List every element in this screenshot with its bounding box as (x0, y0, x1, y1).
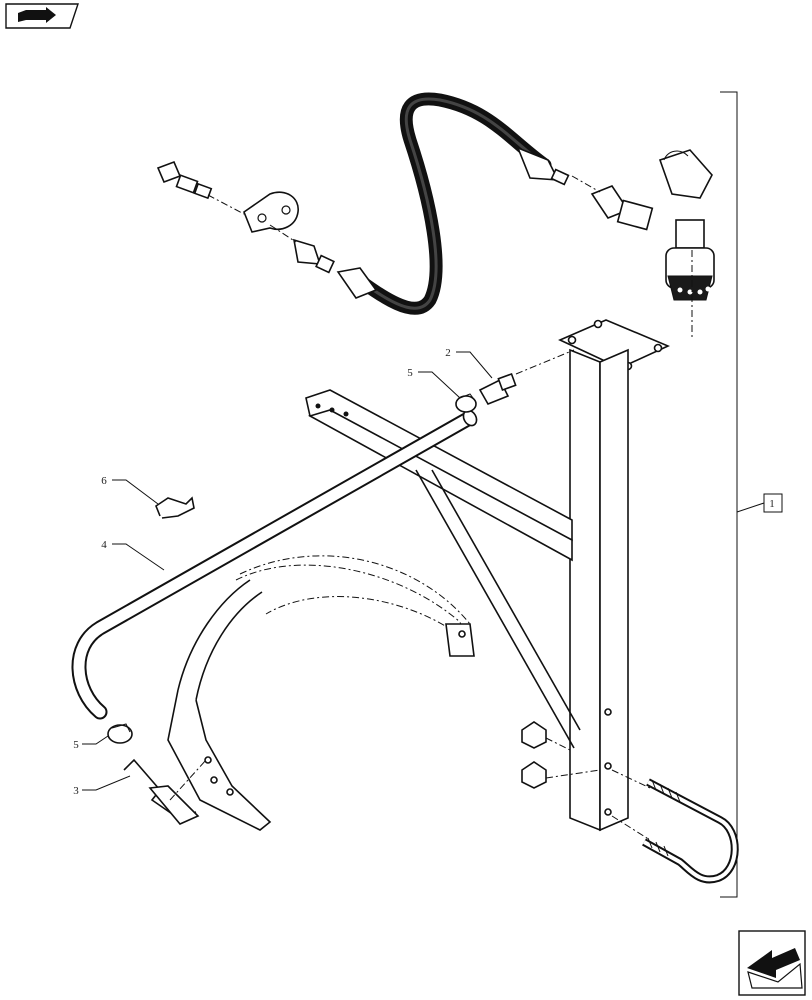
callout-6: 6 (101, 475, 107, 487)
vertical-post (558, 319, 670, 832)
bracket (123, 758, 207, 825)
callout-2: 2 (445, 347, 451, 359)
callout-5-upper: 5 (407, 367, 413, 379)
clip (155, 496, 195, 519)
callout-1: 1 (769, 498, 775, 510)
hydraulic-hose (336, 92, 570, 315)
curved-shank (167, 555, 475, 831)
spray-nozzle-assembly (571, 149, 715, 340)
fitting-chain (156, 160, 335, 274)
frame-bar (305, 389, 581, 749)
callout-4: 4 (101, 539, 107, 551)
leader-lines (82, 351, 493, 791)
callout-3: 3 (73, 785, 79, 797)
assembly-bracket (720, 91, 783, 898)
connector-fitting (478, 349, 575, 406)
hose-clamp-upper (455, 393, 477, 413)
next-page-arrow-icon[interactable] (738, 930, 806, 996)
hose-clamp-lower (107, 723, 133, 744)
book-arrow-icon[interactable] (5, 3, 79, 29)
callout-5-lower: 5 (73, 739, 79, 751)
nuts-and-ubolt (521, 721, 739, 884)
